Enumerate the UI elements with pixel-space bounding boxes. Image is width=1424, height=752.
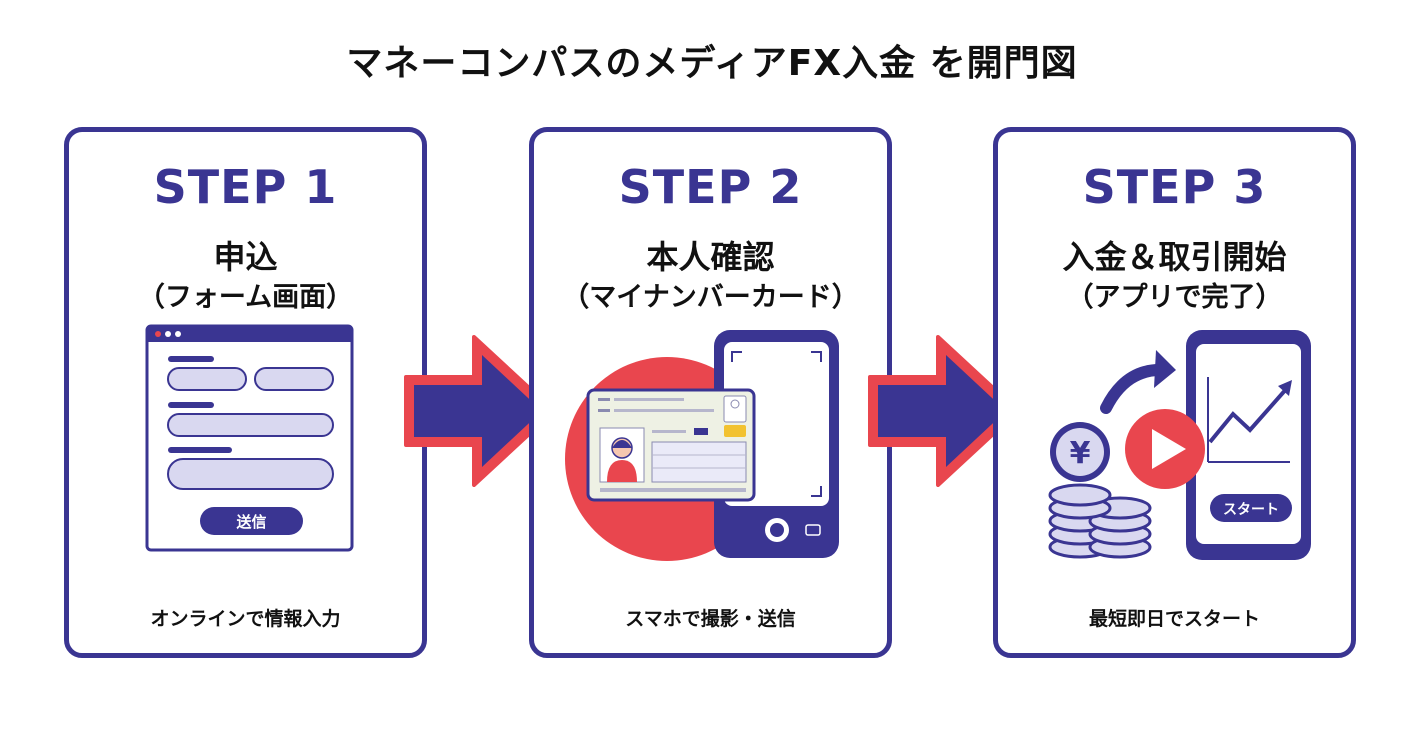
coins-phone-chart-icon: スタート ¥	[1048, 330, 1311, 560]
start-button-label: スタート	[1223, 502, 1279, 518]
step-1-caption: オンラインで情報入力	[150, 608, 341, 630]
step-2-name: 本人確認	[646, 238, 775, 276]
step-1-card: STEP 1 申込 （フォーム画面） 送信 オンラインで情報入力	[64, 127, 427, 658]
id-card-phone-icon	[565, 330, 839, 561]
form-window-icon: 送信	[145, 324, 354, 552]
form-submit-button-label: 送信	[235, 513, 266, 531]
yen-coin-symbol: ¥	[1070, 436, 1091, 471]
step-3-caption: 最短即日でスタート	[1088, 608, 1260, 630]
step-1-label: STEP 1	[153, 160, 338, 214]
step-2-sub: （マイナンバーカード）	[562, 282, 859, 313]
step-1-name: 申込	[213, 238, 278, 276]
page-title: マネーコンパスのメディアFX入金 を開門図	[346, 43, 1078, 84]
step-3-card: STEP 3 入金＆取引開始 （アプリで完了） スタート	[993, 127, 1356, 658]
step-3-sub: （アプリで完了）	[1066, 282, 1283, 313]
step-3-name: 入金＆取引開始	[1062, 238, 1287, 276]
step-3-label: STEP 3	[1082, 160, 1267, 214]
step-2-card: STEP 2 本人確認 （マイナンバーカード） スマホで撮影・送信	[529, 127, 892, 658]
arrow-right-icon	[404, 335, 556, 487]
step-2-label: STEP 2	[618, 160, 803, 214]
step-1-sub: （フォーム画面）	[137, 282, 354, 313]
arrow-right-icon	[868, 335, 1020, 487]
step-2-caption: スマホで撮影・送信	[625, 608, 796, 630]
